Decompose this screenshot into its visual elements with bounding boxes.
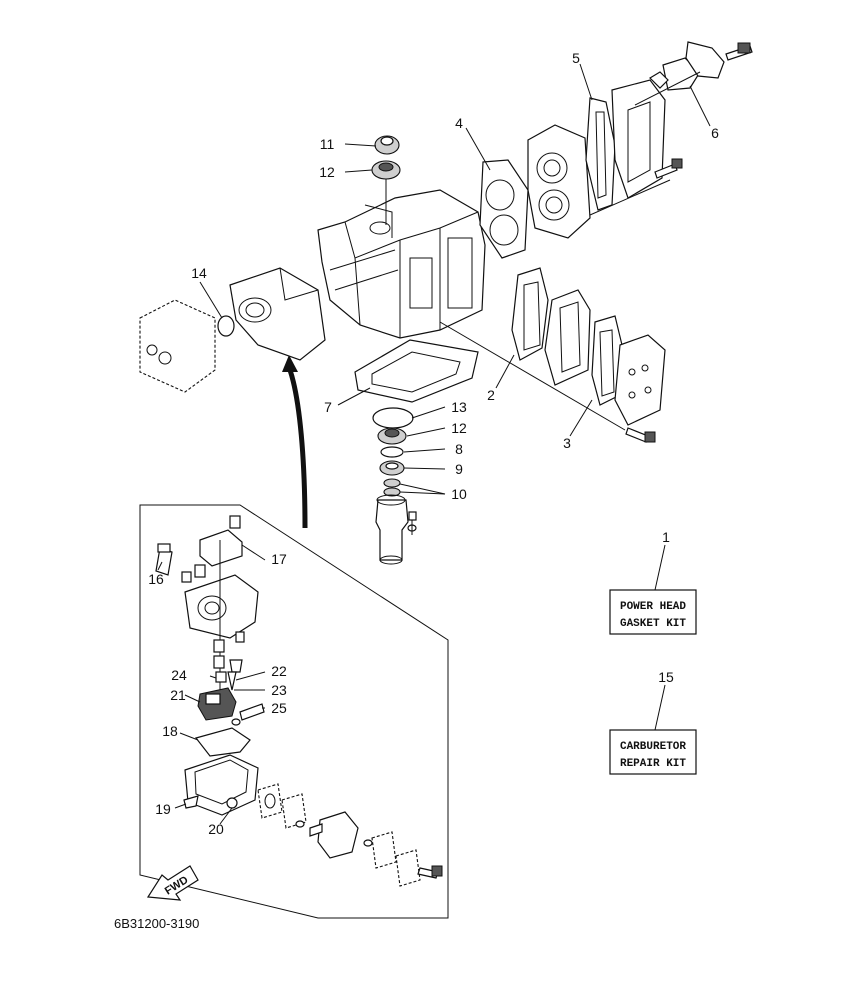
callout-19: 19 [155,801,171,817]
callout-12-upper: 12 [319,164,335,180]
exhaust-inner-cover [544,289,591,386]
small-screw [407,511,417,535]
callout-9: 9 [455,461,463,477]
callout-2: 2 [487,387,495,403]
exhaust-gasket-3 [591,315,623,406]
callout-18: 18 [162,723,178,739]
exhaust-gasket-2 [511,267,549,361]
fuel-pump-body [309,811,359,859]
drive-shaft-housing [375,494,409,565]
oil-seal-12-upper [371,160,401,180]
callout-22: 22 [271,663,287,679]
callout-6: 6 [711,125,719,141]
screw-19 [183,795,199,809]
head-cover [611,79,666,199]
kit-line-1: CARBURETOR [620,741,686,753]
callout-12-lower: 12 [451,420,467,436]
pump-washer [295,820,305,828]
callout-24: 24 [171,667,187,683]
jets-stack [213,631,245,673]
forward-arrow: FWD [146,865,199,901]
callout-14: 14 [191,265,207,281]
intake-manifold [229,267,326,361]
assembly-arrow [287,369,308,529]
fuel-pump-gaskets [257,783,307,829]
bearing-9 [379,460,405,476]
needle-valve-22 [227,671,237,691]
head-gasket-4 [479,159,529,259]
callouts: 1 2 3 4 5 6 7 8 9 10 11 12 12 13 14 15 1… [148,50,719,837]
callout-25: 25 [271,700,287,716]
washer-8 [380,446,404,458]
bolt-head-cover [654,158,683,179]
cylinder-head [527,124,591,239]
callout-21: 21 [170,687,186,703]
plug-20 [226,797,238,809]
pump-diaphragms [371,831,421,887]
callout-23: 23 [271,682,287,698]
crankcase-block [317,189,486,339]
bolt-top-right [725,42,753,61]
bearing-11 [374,135,400,155]
jet-24 [215,671,227,683]
callout-3: 3 [563,435,571,451]
oil-seal-12-lower [377,427,407,445]
callout-13: 13 [451,399,467,415]
callout-20: 20 [208,821,224,837]
exhaust-outer-cover [614,334,666,426]
leader-lines [157,63,711,825]
callout-10: 10 [451,486,467,502]
carburetor-inset-frame [139,504,449,919]
power-head-gasket-kit-box: POWER HEAD GASKET KIT [609,589,697,635]
carburetor-repair-kit-box: CARBURETOR REPAIR KIT [609,729,697,775]
gasket-5 [585,97,616,211]
o-ring-14 [217,315,235,337]
pin-25 [239,703,265,721]
callout-15: 15 [658,669,674,685]
kit-line-2: REPAIR KIT [620,758,686,770]
intake-silencer [139,299,216,393]
bolt-16 [155,543,173,576]
callout-1: 1 [662,529,670,545]
gasket-13 [372,407,414,429]
callout-4: 4 [455,115,463,131]
thermostat-cap [649,41,725,91]
callout-5: 5 [572,50,580,66]
callout-7: 7 [324,399,332,415]
washer-small [231,718,241,726]
callout-8: 8 [455,441,463,457]
float-21 [197,687,237,721]
float-gasket-18 [194,727,251,757]
kit-line-1: POWER HEAD [620,601,686,613]
callout-17: 17 [271,551,287,567]
drawing-code: 6B31200-3190 [114,916,199,931]
pump-screw [417,865,443,879]
base-gasket-7 [354,339,479,403]
callout-11: 11 [320,136,335,152]
bolt-exhaust-cover [625,427,656,443]
assembly-arrow-head [282,355,298,372]
pump-washer-2 [363,839,373,847]
float-cover-17 [181,515,243,583]
o-ring-10a [383,478,401,488]
kit-line-2: GASKET KIT [620,618,686,630]
callout-16: 16 [148,571,164,587]
